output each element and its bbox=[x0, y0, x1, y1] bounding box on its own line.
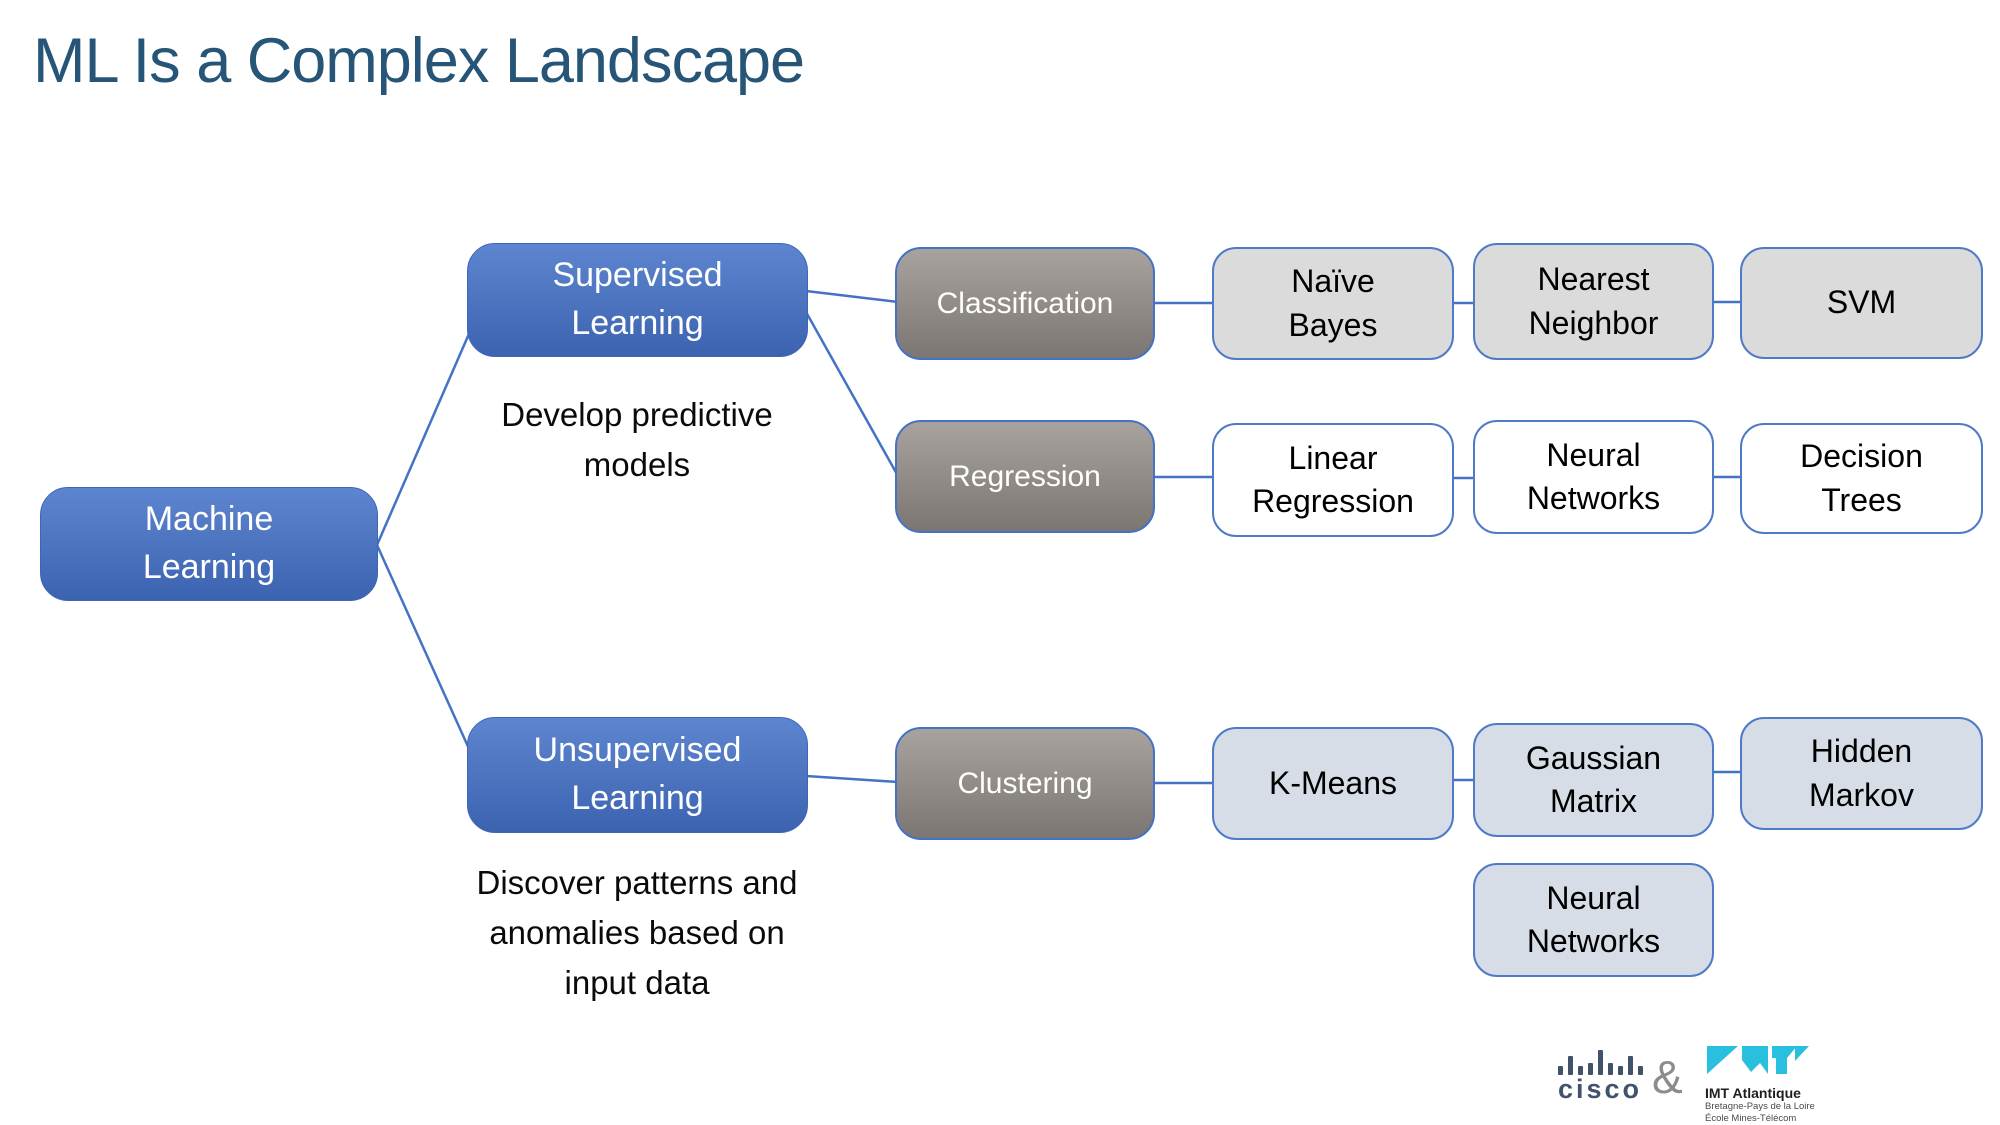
node-svm: SVM bbox=[1740, 247, 1983, 359]
node-unsupervised-learning: Unsupervised Learning bbox=[467, 717, 808, 833]
connector-unsupervised-clustering bbox=[805, 774, 899, 784]
node-hidden-markov-label: Hidden Markov bbox=[1809, 733, 1914, 813]
node-supervised-learning: Supervised Learning bbox=[467, 243, 808, 357]
imt-atlantique-icon bbox=[1707, 1046, 1809, 1074]
node-clustering: Clustering bbox=[895, 727, 1155, 840]
node-nearest-neighbor-label: Nearest Neighbor bbox=[1528, 261, 1659, 341]
node-supervised-learning-label: Supervised Learning bbox=[552, 256, 723, 342]
node-machine-learning: Machine Learning bbox=[40, 487, 378, 601]
cisco-wordmark: cisco bbox=[1557, 1074, 1643, 1104]
imt-region: Bretagne-Pays de la Loire bbox=[1705, 1101, 1815, 1113]
imt-name: IMT Atlantique bbox=[1705, 1085, 1801, 1101]
node-linear-regression: Linear Regression bbox=[1212, 423, 1454, 537]
node-neural-networks-regression-label: Neural Networks bbox=[1526, 436, 1661, 516]
node-naive-bayes: Naïve Bayes bbox=[1212, 247, 1454, 360]
node-decision-trees-label: Decision Trees bbox=[1800, 438, 1923, 518]
imt-school: École Mines-Télécom bbox=[1705, 1112, 1797, 1124]
node-classification: Classification bbox=[895, 247, 1155, 360]
node-linear-regression-label: Linear Regression bbox=[1252, 439, 1414, 519]
node-regression: Regression bbox=[895, 420, 1155, 533]
node-svm-label: SVM bbox=[1826, 284, 1897, 321]
connector-supervised-classification bbox=[805, 289, 899, 304]
node-k-means-label: K-Means bbox=[1268, 764, 1398, 801]
ampersand-separator: & bbox=[1652, 1051, 1683, 1103]
node-regression-label: Regression bbox=[949, 459, 1101, 493]
node-machine-learning-label: Machine Learning bbox=[142, 500, 276, 586]
node-naive-bayes-label: Naïve Bayes bbox=[1288, 263, 1378, 343]
connector-ml-supervised bbox=[375, 319, 477, 546]
cisco-bridge-icon bbox=[1550, 1048, 1650, 1075]
node-clustering-label: Clustering bbox=[957, 766, 1093, 800]
node-gaussian-matrix: Gaussian Matrix bbox=[1473, 723, 1714, 837]
imt-atlantique-logo: IMT Atlantique Bretagne-Pays de la Loire… bbox=[1705, 1041, 1875, 1125]
node-neural-networks-clustering: Neural Networks bbox=[1473, 863, 1714, 977]
connector-ml-unsupervised bbox=[375, 544, 477, 763]
cisco-logo: cisco bbox=[1550, 1048, 1650, 1103]
node-neural-networks-regression: Neural Networks bbox=[1473, 420, 1714, 534]
node-nearest-neighbor: Nearest Neighbor bbox=[1473, 243, 1714, 360]
node-neural-networks-clustering-label: Neural Networks bbox=[1526, 879, 1661, 959]
node-hidden-markov: Hidden Markov bbox=[1740, 717, 1983, 830]
node-gaussian-matrix-label: Gaussian Matrix bbox=[1525, 739, 1662, 819]
caption-supervised-learning: Develop predictive models bbox=[501, 396, 773, 483]
page-title: ML Is a Complex Landscape bbox=[33, 26, 805, 96]
node-classification-label: Classification bbox=[936, 286, 1114, 320]
connector-supervised-regression bbox=[804, 311, 900, 477]
node-decision-trees: Decision Trees bbox=[1740, 423, 1983, 534]
node-k-means: K-Means bbox=[1212, 727, 1454, 840]
node-unsupervised-learning-label: Unsupervised Learning bbox=[533, 731, 742, 817]
caption-unsupervised-learning: Discover patterns and anomalies based on… bbox=[476, 864, 798, 1001]
